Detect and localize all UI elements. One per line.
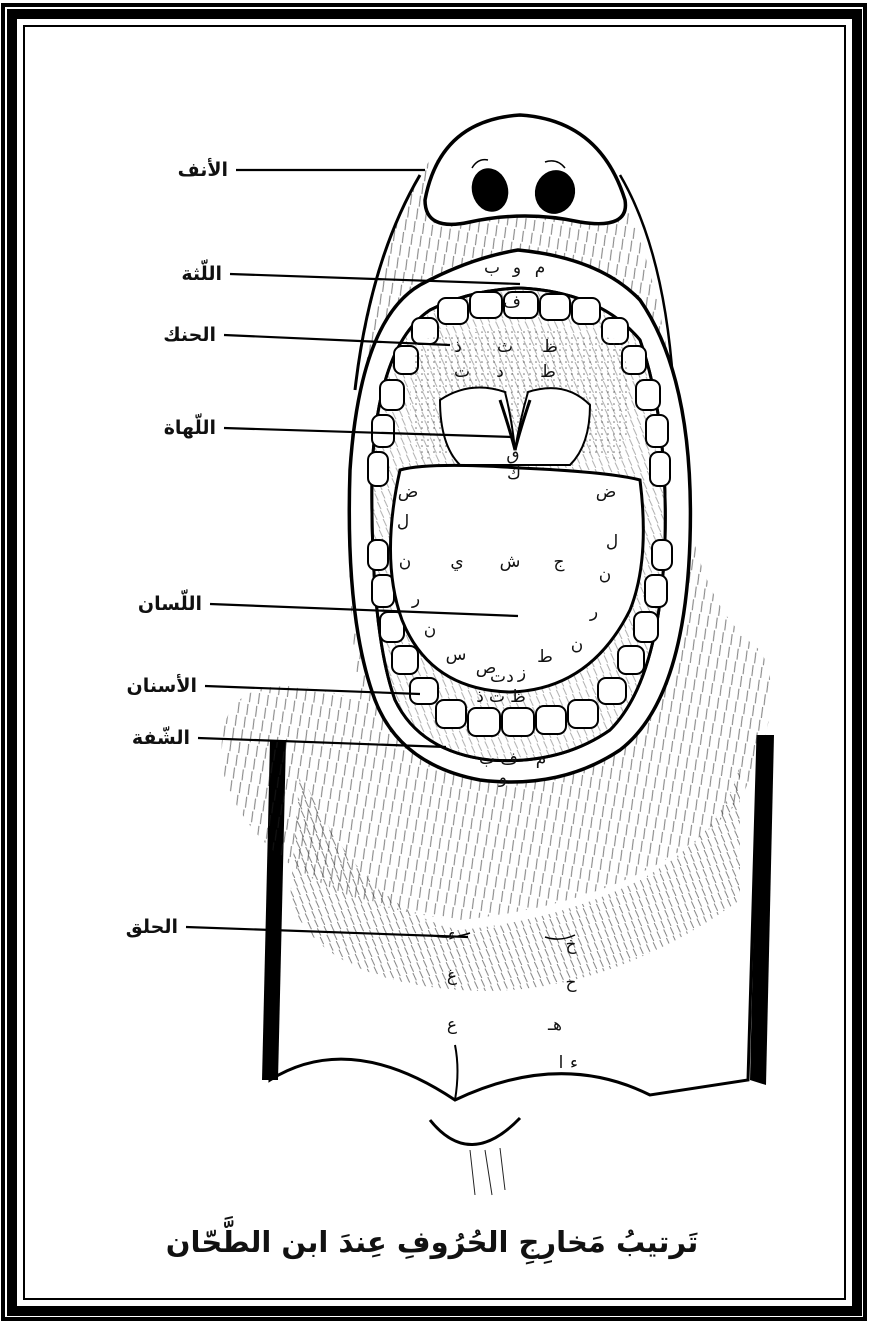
letter: م <box>535 258 546 278</box>
letter: ث <box>497 337 513 357</box>
letter: و <box>512 258 521 278</box>
letter: ز <box>517 663 526 683</box>
letter: ق <box>506 445 519 465</box>
letter: ط <box>540 362 556 382</box>
label-palate: الحنك <box>163 324 216 346</box>
letter: د <box>506 667 514 687</box>
letter: ي <box>450 552 463 572</box>
label-lip: الشّفة <box>132 727 190 749</box>
letter: ب <box>479 749 495 769</box>
letter: س <box>446 645 467 665</box>
letter: ن <box>571 635 583 655</box>
letter: ر <box>589 602 598 622</box>
letter: ا <box>559 1053 564 1073</box>
letter: ت <box>490 667 506 687</box>
letter: ذ <box>476 687 484 707</box>
letter: ن <box>399 552 411 572</box>
letter: ن <box>424 620 436 640</box>
label-tongue: اللّسان <box>138 590 202 615</box>
letter: ف <box>500 749 518 769</box>
label-throat: الحلق <box>126 916 178 938</box>
letter: ء <box>448 925 456 945</box>
letter: ض <box>398 482 419 502</box>
letter: و <box>498 768 507 788</box>
letter: ل <box>606 532 618 552</box>
letter: خ <box>566 935 577 955</box>
letter: ظ <box>510 687 526 707</box>
letter: ذ <box>454 337 462 357</box>
letter: هـ <box>547 1015 562 1035</box>
letter: ظ <box>542 337 558 357</box>
label-gums: اللّثة <box>181 260 222 285</box>
label-teeth: الأسنان <box>127 674 197 697</box>
letter: ر <box>411 589 420 609</box>
letter: ط <box>537 647 553 667</box>
letter: م <box>536 749 547 769</box>
nose-drawing <box>425 115 625 224</box>
letter: ء <box>570 1053 578 1073</box>
letter: ف <box>503 292 521 312</box>
letter: ح <box>566 973 577 993</box>
letter: ش <box>500 552 521 572</box>
letter: ت <box>489 687 505 707</box>
letter: ك <box>507 464 521 484</box>
letter: ت <box>454 362 470 382</box>
figure-caption: تَرتيبُ مَخارِجِ الحُرُوفِ عِندَ ابن الط… <box>166 1216 699 1265</box>
part-labels: الأنف اللّثة الحنك اللّهاة اللّسان الأسن… <box>126 158 228 938</box>
letter: ب <box>484 258 500 278</box>
letter: د <box>496 362 504 382</box>
letter: ع <box>447 1015 457 1035</box>
letter: ج <box>554 552 565 572</box>
letter: غ <box>447 966 457 986</box>
letter: ض <box>596 482 617 502</box>
letter: ن <box>599 565 611 585</box>
label-uvula: اللّهاة <box>164 414 216 439</box>
letter: ل <box>397 512 409 532</box>
label-nose: الأنف <box>178 158 228 181</box>
